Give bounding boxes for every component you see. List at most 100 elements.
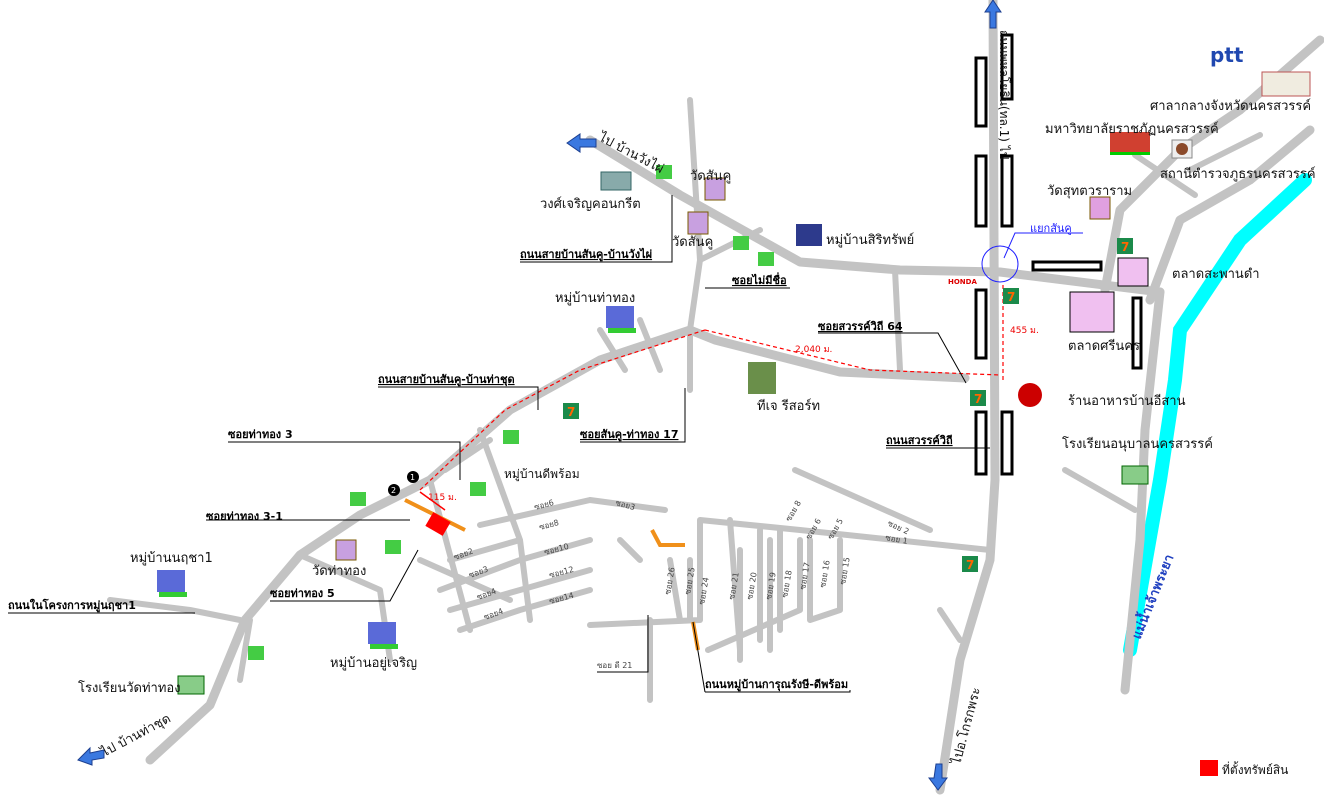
svg-text:7: 7 (1007, 290, 1015, 304)
direction-arrows (77, 0, 1002, 791)
label-siri-sap-village: หมู่บ้านสิริทรัพย์ (826, 232, 914, 248)
place-labels: ไป บ้านวังไผ่ วัดสันคู วงศ์เจริญคอนกรีต … (8, 30, 1316, 777)
map-icons: ptt HONDA 7 7 7 7 7 (157, 43, 1311, 695)
label-soi-thathong-3: ซอยท่าทอง 3 (228, 428, 293, 441)
label-karun-rangsi-road: ถนนหมู่บ้านการุณรังษี-ดีพร้อม (705, 678, 848, 692)
house-icon (385, 540, 401, 554)
label-wat-san-khu-2: วัดสันคู (672, 235, 713, 250)
market-icon (1117, 257, 1149, 287)
label-road-sankhu-thachut: ถนนสายบ้านสันคู-บ้านท่าชุด (378, 373, 515, 387)
soi-label: ซอย 25 (683, 567, 697, 596)
seven-eleven-icon: 7 (1003, 288, 1019, 304)
label-ban-isan-restaurant: ร้านอาหารบ้านอีสาน (1068, 393, 1186, 409)
label-anuban-school: โรงเรียนอนุบาลนครสวรรค์ (1062, 436, 1213, 452)
seven-eleven-icon: 7 (962, 556, 978, 572)
soi-label: ซอย10 (543, 542, 570, 557)
marker-1 (407, 471, 419, 483)
label-tj-resort: ทีเจ รีสอร์ท (757, 398, 820, 414)
label-distance-2040: 2,040 ม. (795, 345, 832, 355)
shophouse-blocks (974, 33, 1143, 476)
soi-label: ซอย 20 (745, 572, 759, 601)
label-wat-san-khu: วัดสันคู (690, 169, 731, 184)
junction-pointer (1003, 232, 1083, 259)
school-icon (177, 675, 205, 695)
label-narucha-project-road: ถนนในโครงการหมู่นฤชา1 (8, 598, 136, 613)
soi-label: ซอย 16 (818, 560, 832, 589)
temple-icon (687, 211, 709, 235)
soi-label: ซอย 8 (784, 499, 803, 523)
market-icon (1069, 291, 1115, 333)
label-unnamed-soi: ซอยไม่มีชื่อ (732, 272, 787, 287)
police-icon (1171, 139, 1193, 159)
label-sawan-withi-road: ถนนสวรรค์วิถี (886, 434, 953, 447)
house-icon (470, 482, 486, 496)
honda-logo: HONDA (948, 278, 977, 286)
soi-label: ซอย8 (538, 518, 560, 532)
svg-text:7: 7 (1121, 240, 1129, 254)
label-soi-thathong-5: ซอยท่าทอง 5 (270, 587, 335, 600)
house-icon (248, 646, 264, 660)
legend-property-swatch (1200, 760, 1218, 776)
chao-phraya-river (1123, 173, 1312, 657)
label-wat-tha-thong: วัดท่าทอง (312, 564, 366, 579)
arrow-left-down-icon (77, 746, 105, 766)
temple-icon (1089, 196, 1111, 220)
label-wong-charoen-concrete: วงศ์เจริญคอนกรีต (540, 196, 641, 212)
svg-text:7: 7 (974, 392, 982, 406)
label-soi-sawan-withi-64: ซอยสวรรค์วิถี 64 (818, 320, 903, 333)
label-tha-thong-village: หมู่บ้านท่าทอง (555, 291, 635, 306)
label-soi-sankhu-thathong-17: ซอยสันคู-ท่าทอง 17 (580, 428, 678, 442)
seven-eleven-icon: 7 (1117, 238, 1133, 254)
university-icon (1110, 132, 1150, 155)
village-house-icon (368, 622, 398, 649)
label-distance-115: 115 ม. (428, 493, 457, 503)
roads (107, 0, 1324, 795)
seven-eleven-icon: 7 (563, 403, 579, 419)
resort-photo-icon (748, 362, 776, 394)
village-house-icon (606, 306, 636, 333)
label-distance-455: 455 ม. (1010, 326, 1039, 336)
village-house-icon (796, 224, 822, 246)
house-icon (733, 236, 749, 250)
soi-label: ซอย 1 (885, 533, 909, 546)
soi-label: ซอย 19 (764, 572, 778, 601)
factory-icon (600, 171, 632, 191)
village-house-icon (157, 570, 187, 597)
house-icon (758, 252, 774, 266)
ptt-logo: ptt (1210, 43, 1244, 67)
arrow-left-icon (566, 133, 597, 153)
label-road-sankhu-wangphai: ถนนสายบ้านสันคู-บ้านวังไผ่ (520, 247, 652, 262)
school-icon (1121, 465, 1149, 485)
arrow-up-icon (984, 0, 1002, 29)
label-soi-thathong-3-1: ซอยท่าทอง 3-1 (206, 510, 283, 523)
label-dee-prom-village: หมู่บ้านดีพร้อม (504, 467, 580, 482)
label-yoo-charoen-village: หมู่บ้านอยู่เจริญ (330, 656, 417, 671)
house-icon (350, 492, 366, 506)
label-sri-nakhon-market: ตลาดศรีนคร (1068, 338, 1140, 354)
temple-icon (335, 539, 357, 561)
label-san-khu-junction: แยกสันคู (1030, 222, 1072, 235)
label-pointers (8, 195, 990, 693)
seven-eleven-icon: 7 (970, 390, 986, 406)
property-marker (425, 512, 451, 536)
legend-property-label: ที่ตั้งทรัพย์สิน (1222, 761, 1288, 777)
marker-2 (388, 484, 400, 496)
distance-115-arrow (419, 491, 446, 511)
restaurant-icon (1018, 383, 1042, 407)
label-rajabhat-university: มหาวิทยาลัยราชภัฏนครสวรรค์ (1045, 121, 1219, 137)
label-soi-d-21: ซอย ดี 21 (597, 661, 632, 670)
marker-2-label: 2 (391, 486, 396, 495)
label-narucha-village: หมู่บ้านนฤชา1 (130, 551, 213, 566)
svg-text:HONDA: HONDA (948, 278, 977, 286)
temple-icon (704, 177, 726, 201)
soi-label: ซอย2 (453, 547, 475, 562)
arrow-down-icon (928, 763, 948, 791)
house-icon (656, 165, 672, 179)
soi-label: ซอย14 (548, 591, 575, 606)
marker-1-label: 1 (410, 473, 415, 482)
svg-text:7: 7 (567, 405, 575, 419)
label-wat-sutthawararam: วัดสุทตวราราม (1047, 184, 1132, 199)
label-city-hall: ศาลากลางจังหวัดนครสวรรค์ (1150, 98, 1311, 114)
gas-station-icon: ptt (1210, 43, 1244, 67)
